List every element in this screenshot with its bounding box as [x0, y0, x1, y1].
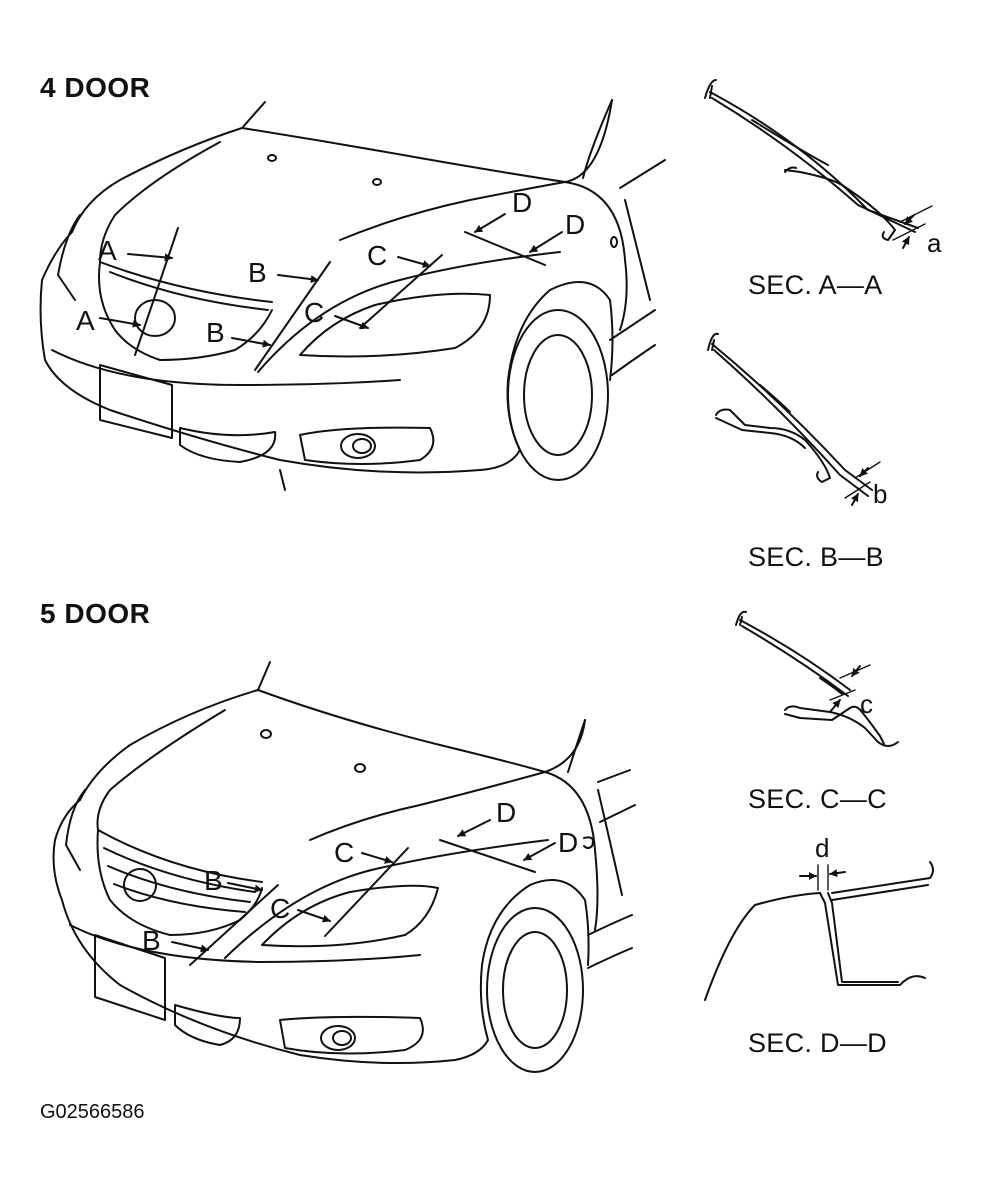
callout-c-upper-4door: C [367, 240, 387, 271]
figure-id: G02566586 [40, 1101, 145, 1123]
callout-a-upper-4door: A [98, 235, 117, 266]
callout-d-left-5door: D [496, 797, 516, 828]
callout-d-right-5door: D [558, 827, 578, 858]
four-door-heading: 4 DOOR [40, 72, 151, 103]
dimension-b-label: b [873, 479, 887, 509]
callout-c-lower-5door: C [270, 893, 290, 924]
callout-b-lower-5door: B [142, 925, 161, 956]
section-b-label: SEC. B—B [748, 542, 884, 572]
callout-c-upper-5door: C [334, 837, 354, 868]
section-d-label: SEC. D—D [748, 1028, 887, 1058]
dimension-c-label: c [860, 689, 873, 719]
five-door-heading: 5 DOOR [40, 598, 151, 629]
section-d-drawing [704, 861, 934, 1001]
callout-c-lower-4door: C [304, 297, 324, 328]
four-door-callout-arrows [99, 213, 563, 348]
section-c-drawing [735, 610, 899, 747]
callout-b-lower-4door: B [206, 317, 225, 348]
dimension-a-label: a [927, 228, 942, 258]
section-a-label: SEC. A—A [748, 270, 883, 300]
callout-d-right-4door: D [565, 209, 585, 240]
callout-d-left-4door: D [512, 187, 532, 218]
section-a-drawing [704, 79, 933, 249]
callout-b-upper-5door: B [204, 865, 223, 896]
dimension-d-label: d [815, 833, 829, 863]
five-door-callout-arrows [171, 819, 556, 953]
callout-a-lower-4door: A [76, 305, 95, 336]
section-b-drawing [707, 332, 881, 506]
callout-d-hook-mark [583, 836, 594, 849]
callout-b-upper-4door: B [248, 257, 267, 288]
section-c-label: SEC. C—C [748, 784, 887, 814]
four-door-car-drawing [39, 99, 666, 491]
